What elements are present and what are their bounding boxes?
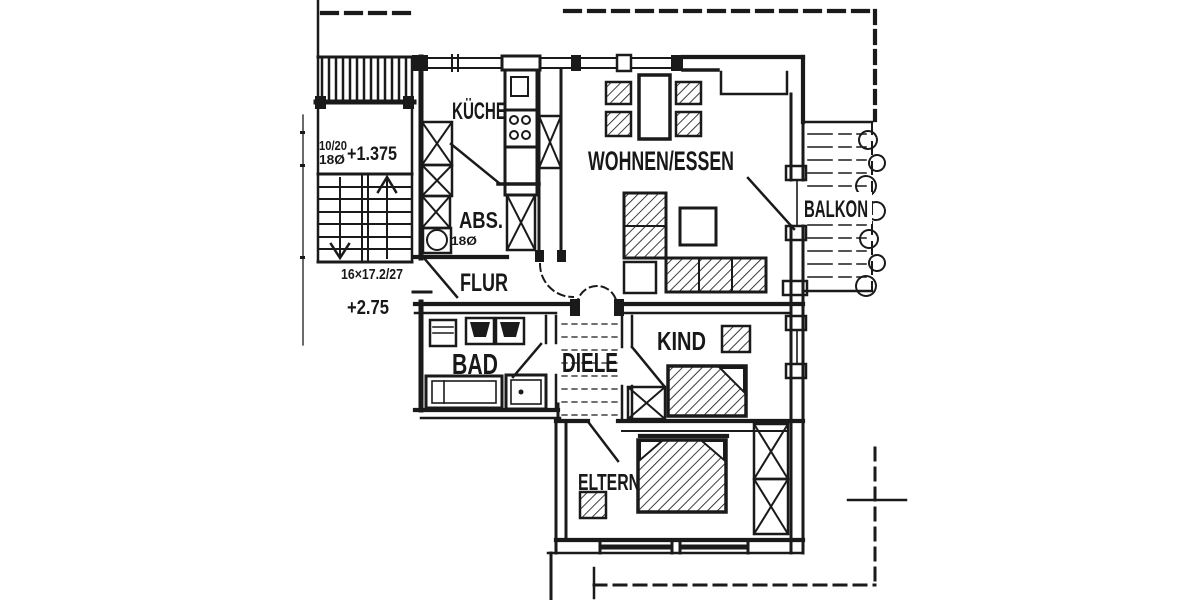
child-room — [626, 324, 752, 421]
parents-room — [578, 422, 790, 536]
dining-chair — [674, 80, 703, 106]
annotation-stair-steps: 16×17.2/27 — [341, 266, 403, 283]
washbasin — [494, 316, 526, 346]
counter-shaft — [505, 193, 537, 252]
bad-door-leaf — [511, 342, 543, 379]
hallway-flur — [422, 256, 575, 299]
dining-chair — [604, 80, 633, 106]
annotation-level-lower: +2.75 — [347, 297, 389, 319]
balcony — [800, 120, 886, 297]
balcony-door-leaf — [746, 176, 796, 231]
bathtub — [424, 374, 504, 410]
staircase — [316, 55, 414, 264]
wall-niche — [719, 70, 789, 96]
annotation-stair-post: 10/20 — [319, 138, 347, 153]
toilet — [428, 318, 458, 348]
pillow — [699, 440, 725, 463]
dining-chair — [674, 110, 703, 138]
pillow — [717, 367, 745, 395]
side-table — [622, 260, 658, 295]
labels: KÜCHE ABS. 18Ø FLUR WOHNEN/ESSEN BALKON … — [319, 98, 868, 495]
kind-door-leaf — [630, 345, 666, 388]
eltern-door-leaf — [587, 421, 620, 463]
deck-boards — [807, 133, 867, 278]
stool — [578, 490, 608, 520]
kitchen-door-leaf — [449, 142, 501, 185]
hall-diele — [511, 285, 666, 463]
annotation-level-upper: +1.375 — [347, 144, 397, 165]
chair — [720, 324, 752, 354]
wardrobe — [752, 477, 790, 536]
double-bed — [636, 438, 728, 514]
label-kind: KIND — [657, 326, 706, 356]
storage-abs — [412, 194, 510, 260]
annotation-stair-diameter: 18Ø — [319, 152, 345, 167]
sofa-horizontal — [664, 256, 768, 294]
boiler — [421, 226, 453, 255]
label-flur: FLUR — [460, 269, 508, 297]
door-swing-arc — [575, 285, 619, 308]
label-eltern: ELTERN — [578, 469, 640, 495]
stair-railing — [313, 55, 417, 109]
drain — [518, 389, 524, 395]
label-abs: ABS. — [459, 207, 503, 233]
label-abs-duct: 18Ø — [451, 234, 477, 248]
washbasin — [464, 316, 496, 346]
stair-arrow-up — [376, 174, 398, 259]
site-boundary — [316, 0, 908, 600]
bed — [666, 364, 748, 418]
duct-shaft — [537, 114, 563, 170]
label-balkon: BALKON — [804, 196, 868, 223]
entrance-door-leaf — [422, 256, 459, 299]
dining-table — [637, 73, 672, 141]
burner — [509, 130, 519, 140]
sofa-vertical — [622, 191, 668, 260]
burner — [521, 130, 531, 140]
bathroom — [424, 316, 548, 411]
door-swing-arc — [538, 262, 575, 299]
label-wohnen-essen: WOHNEN/ESSEN — [588, 146, 734, 176]
label-diele: DIELE — [562, 347, 618, 378]
coffee-table — [678, 206, 718, 247]
living-dining — [604, 73, 796, 295]
burner — [521, 115, 531, 125]
stair-arrow-down — [329, 177, 351, 261]
label-backer — [800, 192, 872, 224]
burner — [509, 115, 519, 125]
scan-artifacts — [300, 114, 305, 346]
pillow — [639, 440, 665, 463]
label-kueche: KÜCHE — [452, 98, 506, 125]
wardrobe-shaft — [626, 385, 667, 421]
dining-chair — [604, 110, 633, 138]
sink-basin — [510, 76, 529, 97]
label-bad: BAD — [452, 349, 498, 381]
shower — [504, 373, 548, 411]
